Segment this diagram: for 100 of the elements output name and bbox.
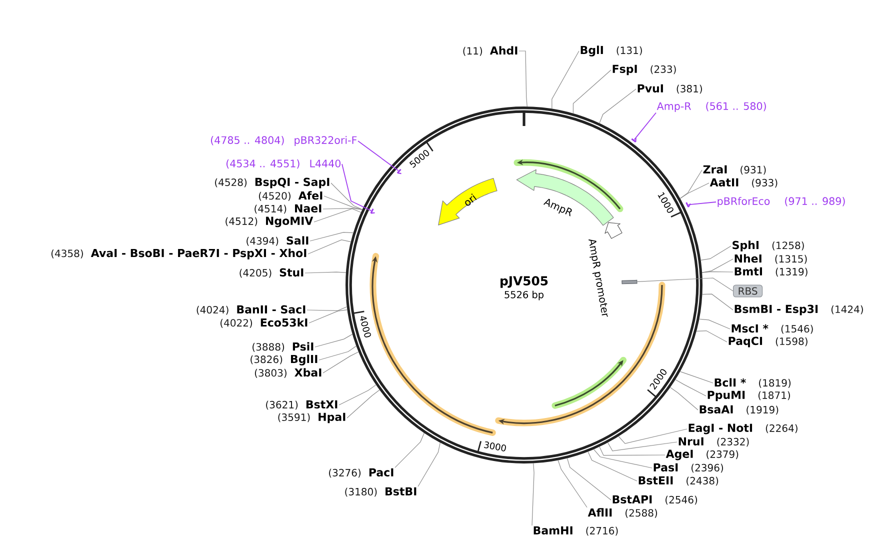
leader-line [670,387,698,410]
site-position: (4528) [215,178,247,188]
enzyme-name: NheI [734,254,762,263]
leader-line [308,240,352,254]
enzyme-name: BsaAI [700,405,733,414]
site-position: (1258) [772,241,804,250]
feature-label: RBS [733,284,763,298]
site-position: (2264) [766,424,798,434]
site-position: (1546) [781,324,813,334]
site-position: (3276) [329,468,361,478]
site-position: (1319) [776,268,808,277]
primer-name: L4440 [310,160,340,168]
site-position: (3591) [278,413,310,422]
leader-line [702,294,734,310]
enzyme-name: PaqCI [728,336,762,348]
site-position: (2546) [666,496,698,505]
enzyme-name: FspI [612,64,637,76]
enzyme-name: BstEII [638,476,673,484]
leader-line [588,451,638,482]
site-position: (4358) [51,249,83,258]
leader-line [342,164,372,212]
primer-mark [686,202,691,208]
site-position: (3180) [345,488,377,497]
site-position: (2379) [706,450,738,460]
enzyme-name: MscI * [732,324,768,333]
primer-name: Amp-R [656,102,692,112]
leader-line [593,449,652,468]
enzyme-name: StuI [280,268,304,277]
leader-line [304,272,346,274]
leader-line [566,458,612,500]
leader-line [338,384,376,406]
plasmid-size: 5526 bp [504,290,544,300]
scale-number: 3000 [484,441,506,452]
site-position: (233) [650,65,676,74]
site-position: (4514) [254,204,286,214]
enzyme-name: SalI [286,236,308,245]
leader-line [532,462,534,526]
enzyme-name: XbaI [294,368,322,377]
leader-line [346,390,380,418]
site-position: (2332) [717,438,749,447]
leader-line [675,379,706,396]
enzyme-name: EagI - NotI [688,424,752,434]
leader-line [358,140,399,172]
leader-line [680,182,710,199]
enzyme-name: PacI [369,468,394,476]
primer-mark [370,208,375,214]
plasmid-name: pJV505 [500,276,548,288]
leader-line [308,310,348,324]
site-position: (1919) [746,406,778,415]
site-position: (2438) [686,476,718,486]
leader-line [330,182,363,210]
enzyme-name: BsmBI - Esp3I [734,304,818,316]
feature-label: AmpR promoter [588,239,608,317]
leader-line [608,442,678,452]
enzyme-name: AhdI [490,46,518,55]
primer-mark [396,168,402,174]
enzyme-name: BstAPI [612,495,652,504]
leader-line [702,271,734,273]
enzyme-name: BspQI - SapI [255,178,330,188]
leader-line [552,50,580,109]
primer-name: pBR322ori-F [294,136,357,146]
enzyme-name: BamHI [534,526,572,534]
leader-line [618,428,688,444]
enzyme-name: BclI * [714,378,746,387]
leader-line [518,50,528,107]
primer-range: (4534 .. 4551) [226,159,300,169]
enzyme-name: AflII [588,508,612,517]
leader-line [322,208,363,210]
enzyme-name: SphI [732,240,758,252]
site-position: (933) [752,178,778,188]
site-position: (3826) [250,355,282,364]
leader-line [314,334,353,348]
leader-line [572,70,612,114]
enzyme-name: PsiI [292,342,314,351]
enzyme-name: BanII - SacI [237,305,306,314]
primer-name: pBRforEco [718,197,770,207]
enzyme-name: ZraI [703,165,727,174]
enzyme-name: AatII [710,178,738,186]
enzyme-name: BglI [580,46,603,56]
feature-box [622,280,638,284]
site-position: (3803) [254,368,286,378]
leader-line [599,446,666,456]
site-position: (1819) [759,378,791,388]
site-position: (1424) [831,305,863,314]
enzyme-name: PpuMI [708,390,745,402]
site-position: (2716) [586,526,618,536]
site-position: (3888) [252,342,284,352]
site-position: (2396) [692,464,724,473]
leader-line [322,352,359,374]
enzyme-name: HpaI [318,412,346,424]
scale-number: 4000 [360,316,371,338]
site-position: (4394) [246,236,278,246]
leader-line [318,346,357,360]
leader-line [680,170,702,199]
enzyme-name: Eco53kI [260,318,308,327]
site-position: (381) [676,84,702,94]
enzyme-name: PasI [654,463,678,472]
enzyme-name: BstXI [306,400,338,408]
leader-line [314,208,362,222]
enzyme-name: NaeI [295,204,322,212]
